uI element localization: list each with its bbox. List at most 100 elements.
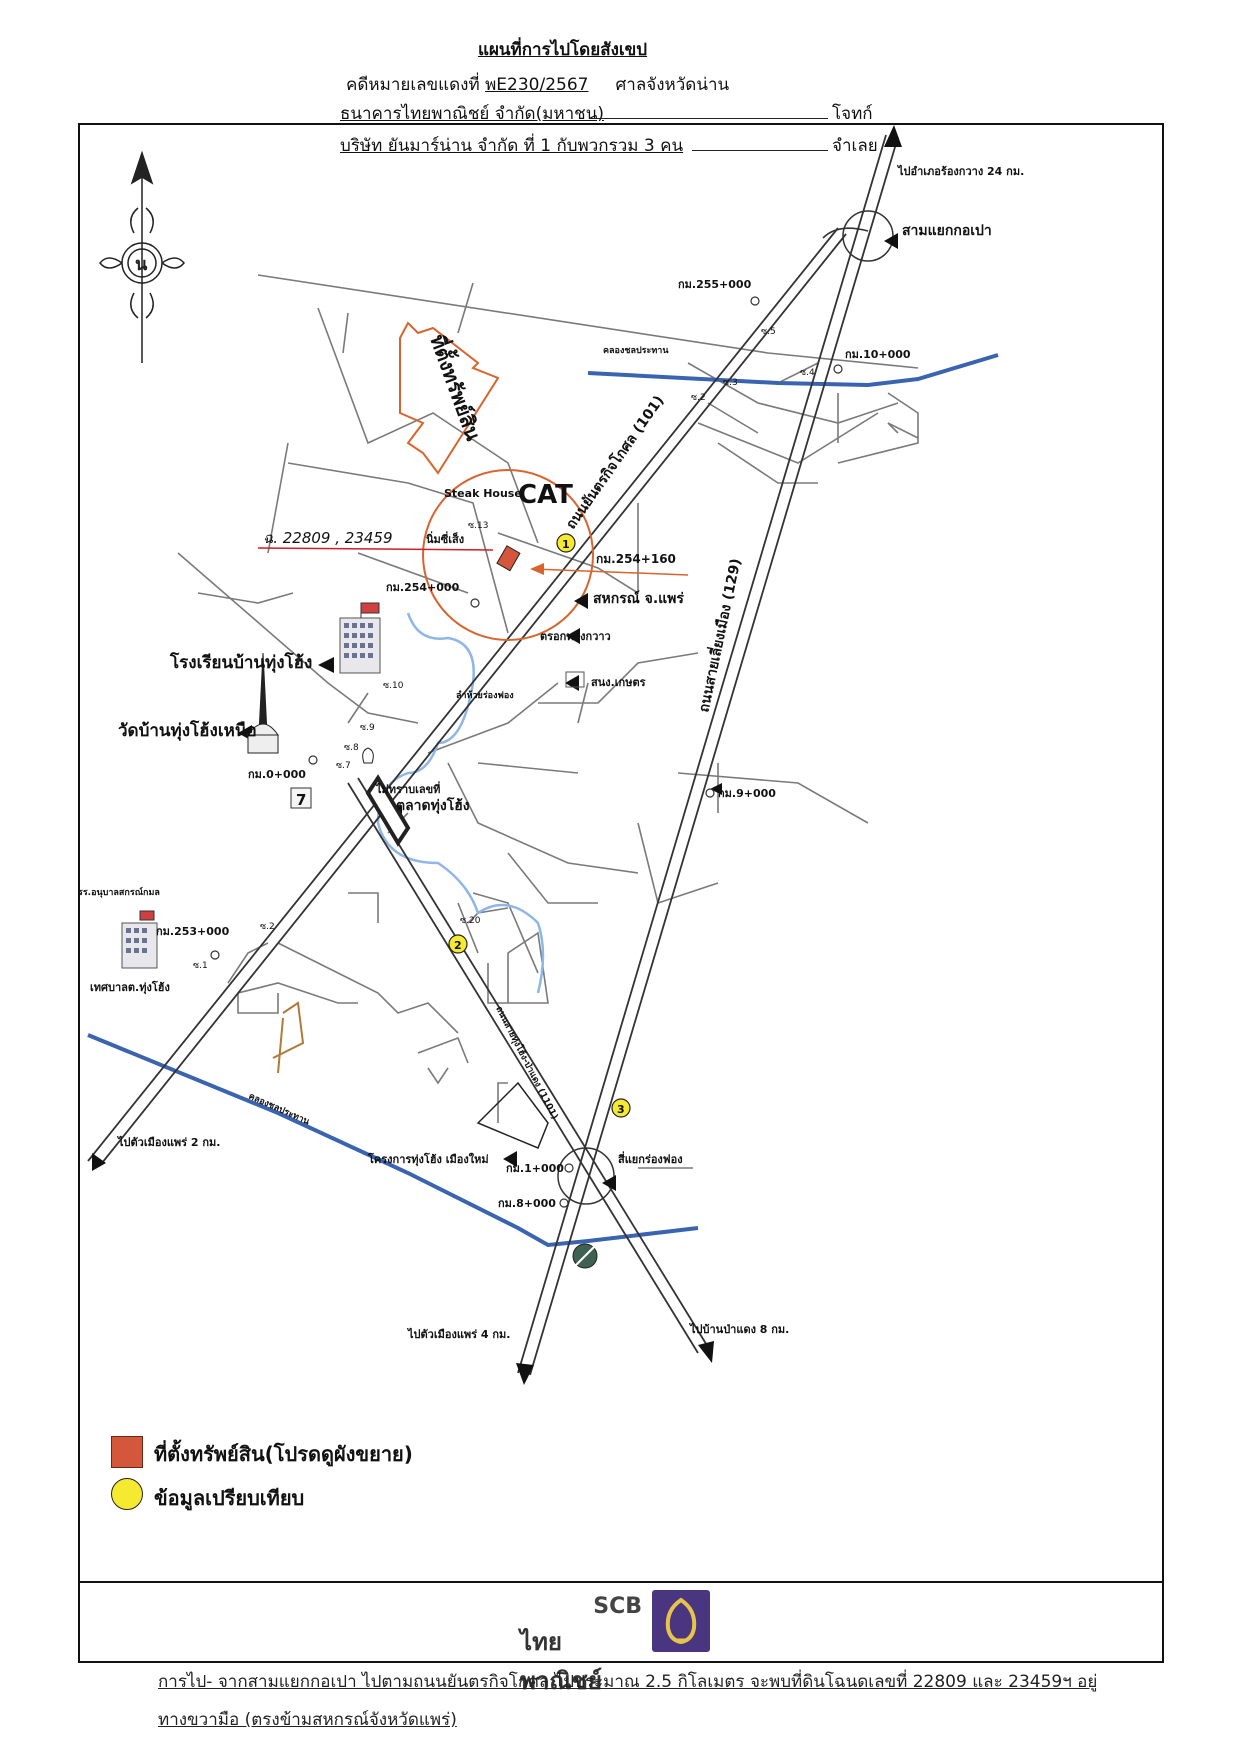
soi-10: ซ.10: [383, 681, 404, 691]
sahakorn-label: สหกรณ์ จ.แพร่: [593, 590, 684, 607]
comparison-markers: 1 2 3: [448, 533, 631, 1118]
legend-property-swatch: [111, 1436, 143, 1468]
market-label: ตลาดทุ่งโฮ้ง: [396, 796, 470, 814]
school-building-icon: [339, 602, 381, 674]
kindergarten-label: รร.อนุบาลสกรณ์กมล: [78, 886, 160, 898]
soi-1: ซ.1: [193, 961, 208, 971]
map-frame: [78, 123, 1164, 1663]
steak-house-label: Steak House: [444, 487, 522, 500]
south-canal-label: คลองชลประทาน: [247, 1091, 312, 1128]
local-streets: [177, 274, 919, 1169]
direction-to-ban-pa-daeng: ไปบ้านป่าแดง 8 กม.: [688, 1322, 789, 1336]
road-129: [517, 134, 899, 1376]
kindergarten-building-icon: [121, 910, 158, 969]
soi-8: ซ.8: [344, 743, 359, 753]
canal-crossing-icon: [572, 1243, 598, 1269]
defendant-role: จำเลย: [832, 136, 878, 156]
soi-5: ซ.5: [761, 327, 776, 337]
km-9: กม.9+000: [718, 787, 776, 800]
comparison-1-label: 1: [562, 538, 570, 551]
temple-stupa-icon: [247, 652, 279, 754]
cat-label: CAT: [518, 480, 573, 510]
municipality-label: เทศบาลต.ทุ่งโฮ้ง: [90, 980, 170, 995]
direction-arrows: [92, 125, 902, 1385]
defendant: บริษัท ยันมาร์น่าน จำกัด ที่ 1 กับพวกรวม…: [340, 136, 684, 156]
km254-160-pointer: [533, 568, 689, 576]
junction-si-yaek-label: สี่แยกร่องฟอง: [618, 1151, 683, 1166]
new-project-label: โครงการทุ่งโฮ้ง เมืองใหม่: [367, 1152, 489, 1167]
unknown-number-label: ไม่ทราบเลขที่: [374, 781, 440, 796]
soi-20: ซ.20: [460, 916, 481, 926]
defendant-underline: [692, 150, 828, 151]
legend-comparison-swatch: [111, 1478, 143, 1510]
north-canal: [587, 353, 999, 388]
handwritten-deed-numbers: ฉ. 22809 , 23459: [263, 529, 393, 547]
svg-text:น: น: [135, 254, 148, 275]
legend-comparison-label: ข้อมูลเปรียบเทียบ: [154, 1486, 305, 1510]
junction-si-yaek-circle: [557, 1147, 615, 1205]
school-label: โรงเรียนบ้านทุ่งโฮ้ง: [169, 652, 312, 673]
legend-property-label: ที่ตั้งทรัพย์สิน(โปรดดูผังขยาย): [154, 1442, 413, 1466]
direction-to-rong-kwang: ไปอำเภอร้องกวาง 24 กม.: [896, 164, 1024, 178]
soi-3: ซ.3: [723, 378, 738, 388]
soi-4: ซ.4: [800, 368, 815, 378]
plaintiff: ธนาคารไทยพาณิชย์ จำกัด(มหาชน): [340, 104, 604, 124]
km-254: กม.254+000: [386, 581, 460, 594]
north-compass-icon: น: [99, 150, 185, 363]
trok-thong-kwao-label: ตรอกทองกวาว: [540, 630, 611, 643]
soi-labels: ซ.5 ซ.4 ซ.3 ซ.2 ซ.13 ซ.10 ซ.9 ซ.8 ซ.7 ซ.…: [193, 327, 815, 971]
km-254-160: กม.254+160: [596, 552, 676, 566]
direction-to-phrae-2: ไปตัวเมืองแพร่ 2 กม.: [116, 1135, 220, 1149]
new-project-plot: [476, 1081, 549, 1149]
comparison-3-label: 3: [617, 1103, 625, 1116]
scb-wordmark: SCB: [593, 1594, 642, 1619]
soi-9: ซ.9: [360, 723, 375, 733]
comparison-2-label: 2: [454, 939, 462, 952]
map-title: แผนที่การไปโดยสังเขป: [478, 40, 648, 60]
logo-divider: [78, 1581, 1164, 1583]
soi-2: ซ.2: [691, 393, 706, 403]
km-1: กม.1+000: [506, 1162, 564, 1175]
temple-label: วัดบ้านทุ่งโฮ้งเหนือ: [118, 720, 257, 741]
km-0: กม.0+000: [248, 768, 306, 781]
scb-logo: SCB ไทยพาณิชย์: [520, 1590, 720, 1695]
km-marker-dots: [210, 296, 843, 1208]
footer-directions-line2: ทางขวามือ (ตรงข้ามสหกรณ์จังหวัดแพร่): [158, 1710, 457, 1730]
seven-eleven-icon: 7: [290, 787, 312, 809]
deed-underline: [257, 547, 494, 551]
sanong-kaset-label: สนง.เกษตร: [591, 676, 646, 689]
footer-directions-line1: การไป- จากสามแยกกอเปา ไปตามถนนยันตรกิจโก…: [158, 1672, 1098, 1692]
km-253: กม.253+000: [156, 925, 230, 938]
road-101: [87, 227, 847, 1164]
map-canvas: น: [78, 125, 1024, 1385]
property-focus-circle: [422, 469, 594, 641]
case-number: พE230/2567: [485, 75, 589, 95]
sanong-kaset-building: [565, 671, 585, 688]
south-canal: [87, 1033, 699, 1248]
km254-160-arrowhead: [530, 563, 544, 575]
case-label: คดีหมายเลขแดงที่: [346, 75, 480, 95]
road-101-label: ถนนยันตรกิจโกศล (101): [562, 392, 668, 533]
km-8: กม.8+000: [498, 1197, 556, 1210]
scb-emblem-icon: [652, 1590, 710, 1652]
km-10: กม.10+000: [845, 348, 911, 361]
junction-connector: [822, 227, 869, 239]
court-name: ศาลจังหวัดน่าน: [615, 75, 730, 95]
soi-13: ซ.13: [468, 521, 488, 531]
market-icon: [362, 747, 411, 847]
north-canal-label: คลองชลประทาน: [603, 345, 669, 356]
direction-to-phrae-4: ไปตัวเมืองแพร่ 4 กม.: [406, 1327, 510, 1341]
km-255: กม.255+000: [678, 278, 752, 291]
nim-see-seng-label: นิ่มซี่เส็ง: [426, 531, 464, 546]
seven-eleven-label: 7: [296, 791, 306, 809]
plaintiff-role: โจทก์: [832, 104, 873, 124]
road-1101-label: ถนนสายทุ่งโฮ้ง-ป่าแดง (1101): [493, 1004, 561, 1121]
case-line: คดีหมายเลขแดงที่ พE230/2567 ศาลจังหวัดน่…: [346, 71, 729, 98]
property-arrow-icon: [399, 321, 500, 475]
huai-rong-fong-label: ลำห้วยร่องฟอง: [456, 690, 514, 701]
soi-7: ซ.7: [336, 761, 351, 771]
municipality-road: [272, 1001, 305, 1074]
soi-2b: ซ.2: [260, 922, 275, 932]
road-1101: [347, 777, 709, 1354]
plaintiff-underline: [590, 118, 828, 119]
